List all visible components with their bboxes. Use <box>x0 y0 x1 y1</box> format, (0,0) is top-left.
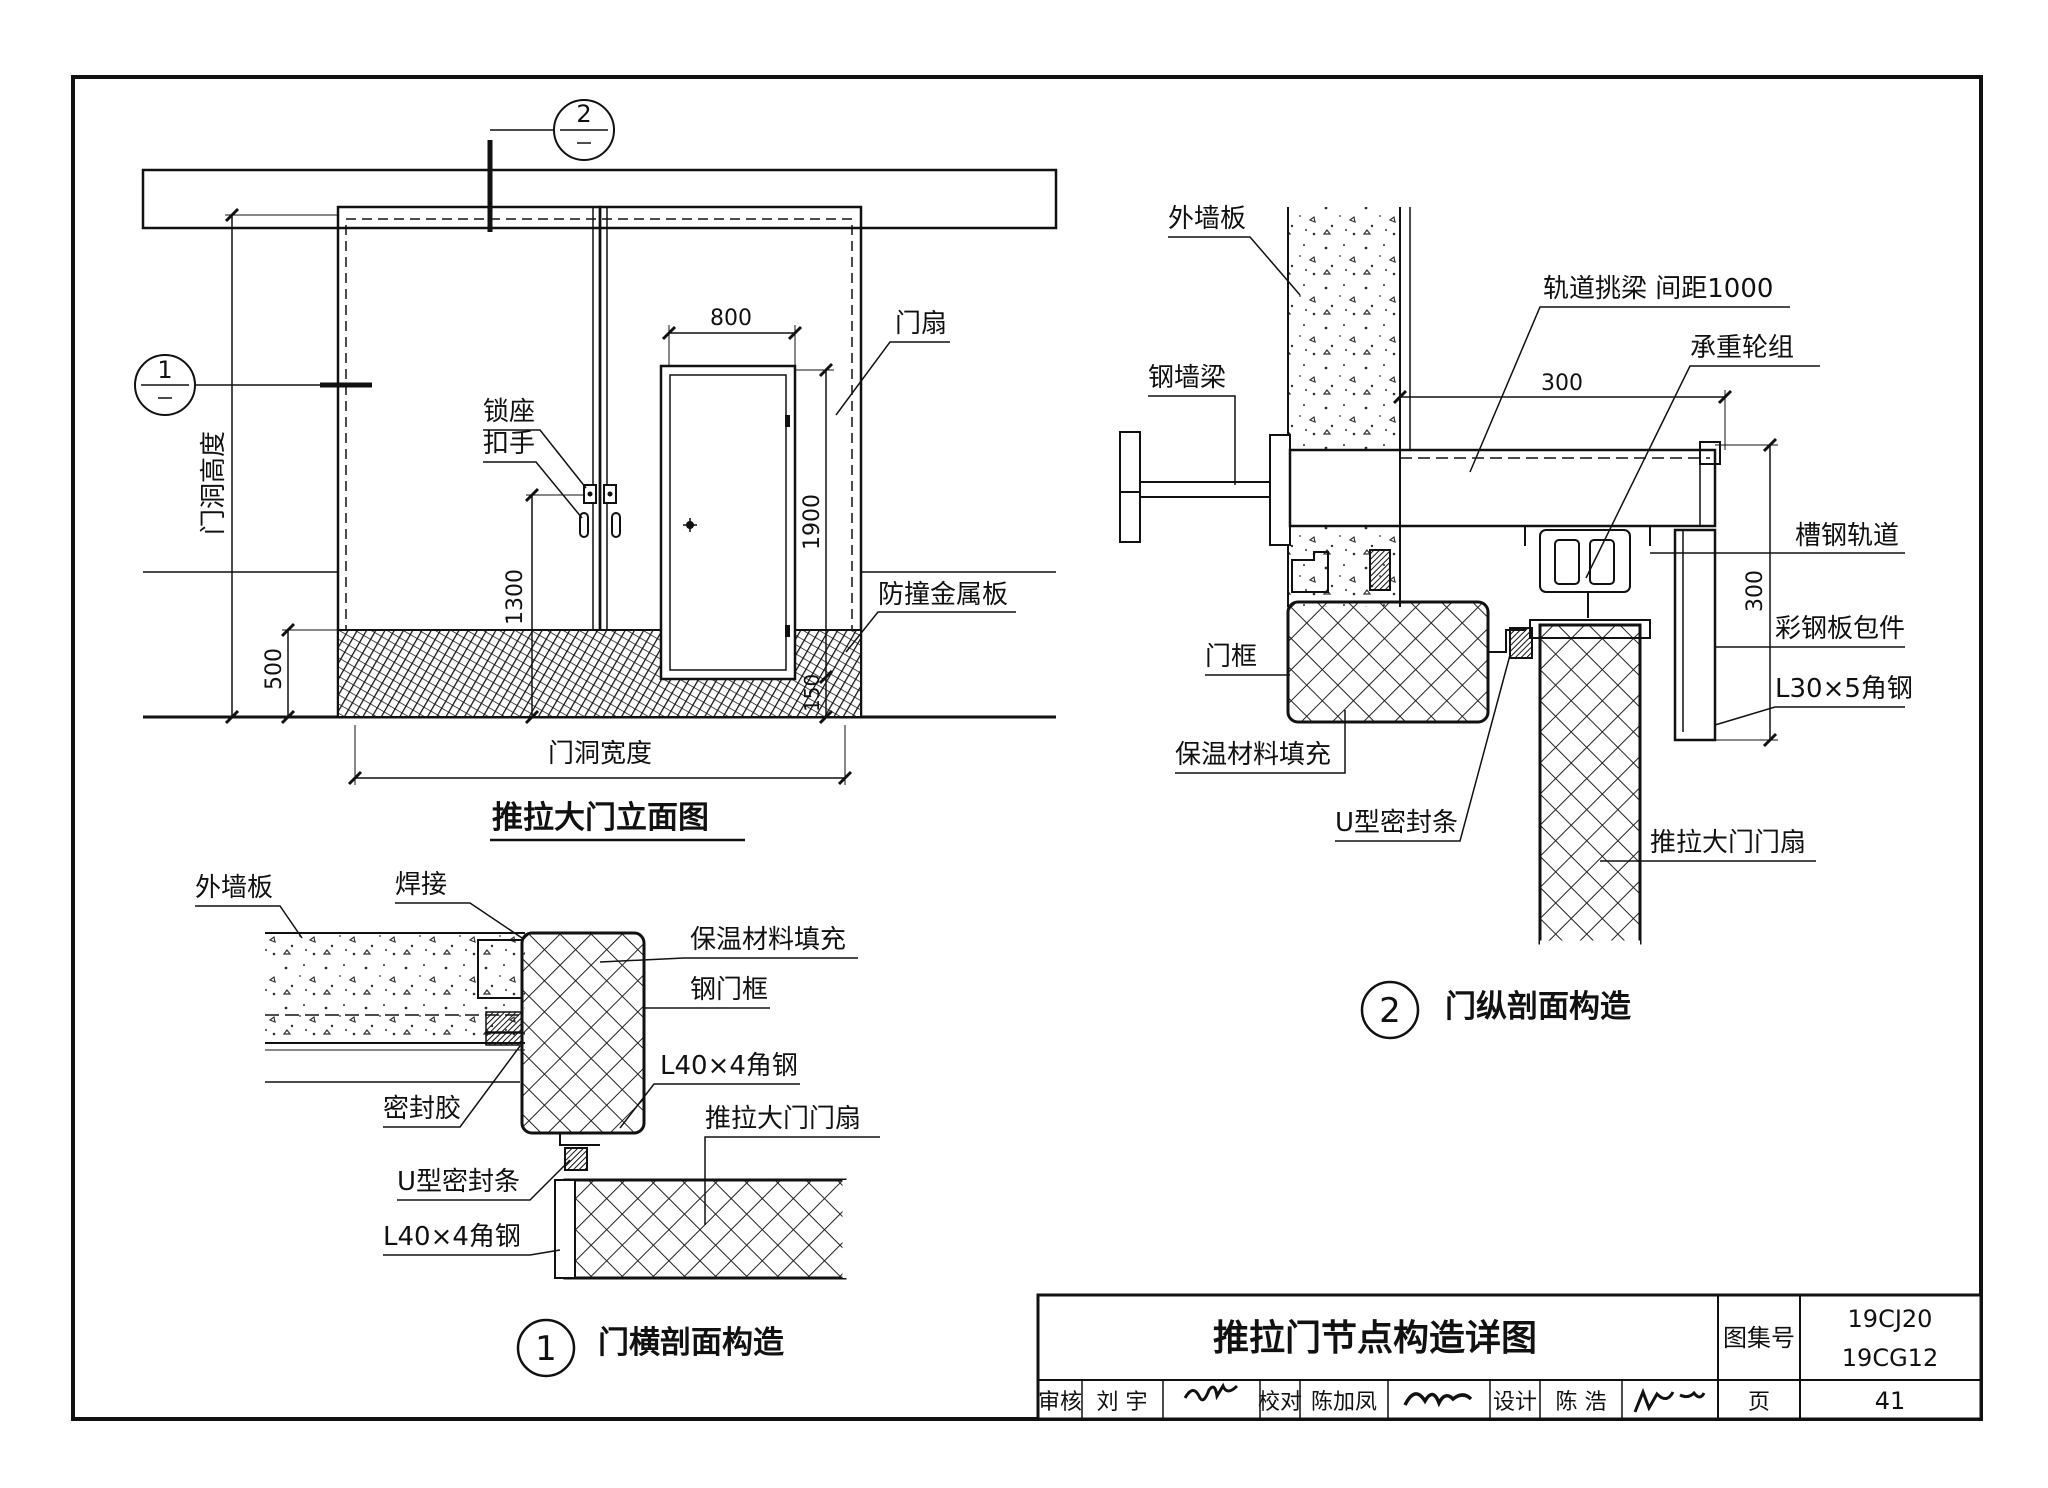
dim-door-height: 门洞高度 <box>199 431 229 535</box>
s2-dim-300-v: 300 <box>1743 570 1768 612</box>
s2-label-wheels: 承重轮组 <box>1690 333 1794 363</box>
review-signature <box>1183 1382 1239 1402</box>
s2-label-channel: 槽钢轨道 <box>1795 521 1899 551</box>
s1-label-angle2: L40×4角钢 <box>383 1222 521 1252</box>
s1-label-steel-frame: 钢门框 <box>690 975 768 1005</box>
check-signature <box>1403 1392 1473 1408</box>
dim-1300: 1300 <box>503 569 528 625</box>
s1-label-weld: 焊接 <box>395 870 447 900</box>
dim-500: 500 <box>262 648 287 690</box>
section2-door-frame <box>1286 600 1490 724</box>
s1-label-u-seal: U型密封条 <box>397 1167 520 1197</box>
atlas-no-1: 19CJ20 <box>1848 1305 1933 1333</box>
s2-label-u-seal: U型密封条 <box>1335 808 1458 838</box>
s1-label-sealant: 密封胶 <box>383 1094 461 1124</box>
s1-label-insulation: 保温材料填充 <box>690 925 846 955</box>
s2-label-insulation: 保温材料填充 <box>1175 740 1331 770</box>
dim-1900: 1900 <box>800 494 825 550</box>
atlas-label: 图集号 <box>1723 1324 1795 1352</box>
handle-left <box>579 512 589 538</box>
section1-number-bubble <box>516 1318 576 1378</box>
section-2-view: 300 300 外墙板 轨道挑梁 间距1000 承重轮组 钢墙梁 槽钢轨道 彩钢… <box>1119 204 1913 1040</box>
s2-label-cladding: 彩钢板包件 <box>1775 614 1905 644</box>
s2-label-steel-beam: 钢墙梁 <box>1148 363 1226 393</box>
track-beam <box>1288 448 1717 528</box>
dim-door-width: 门洞宽度 <box>548 739 652 769</box>
check-label: 校对 <box>1258 1390 1302 1415</box>
s2-label-angle: L30×5角钢 <box>1775 674 1913 704</box>
review-name: 刘 宇 <box>1097 1390 1148 1415</box>
check-name: 陈加凤 <box>1311 1390 1377 1415</box>
s1-label-angle: L40×4角钢 <box>660 1051 798 1081</box>
section1-number: 1 <box>535 1329 557 1369</box>
section1-title: 门横剖面构造 <box>598 1325 784 1361</box>
steel-frame <box>520 931 646 1135</box>
section2-number: 2 <box>1379 991 1401 1031</box>
label-lock-seat: 锁座 <box>483 397 535 427</box>
section2-number-bubble <box>1360 980 1420 1040</box>
review-label: 审核 <box>1038 1390 1082 1415</box>
label-kick-plate: 防撞金属板 <box>878 580 1008 610</box>
s2-label-beam: 轨道挑梁 间距1000 <box>1543 274 1773 304</box>
dim-800: 800 <box>710 306 752 331</box>
wicket-door <box>659 364 797 681</box>
s2-dim-300-h: 300 <box>1541 371 1583 396</box>
label-handle: 扣手 <box>483 429 535 459</box>
title-block: 推拉门节点构造详图 图集号 19CJ20 19CG12 审核 刘 宇 校对 陈加… <box>1036 1293 1983 1421</box>
s2-label-wall-panel: 外墙板 <box>1168 204 1246 234</box>
s2-label-door-leaf: 推拉大门门扇 <box>1650 828 1806 858</box>
label-leaf: 门扇 <box>895 309 947 339</box>
page-label: 页 <box>1748 1390 1770 1415</box>
sheet-border <box>71 75 1983 1421</box>
wheel-assembly <box>1539 529 1631 593</box>
cladding <box>1673 528 1717 742</box>
section2-title: 门纵剖面构造 <box>1445 989 1631 1025</box>
design-signature <box>1633 1387 1706 1413</box>
design-label: 设计 <box>1493 1390 1537 1415</box>
sheet-title: 推拉门节点构造详图 <box>1213 1318 1537 1359</box>
callout-1-number: 1 <box>157 356 172 384</box>
s2-label-frame: 门框 <box>1205 642 1257 672</box>
atlas-no-2: 19CG12 <box>1842 1344 1938 1372</box>
callout-2-number: 2 <box>576 100 591 128</box>
elevation-view: 2 1 门洞高度 500 1300 800 <box>134 99 1058 842</box>
elevation-title: 推拉大门立面图 <box>492 800 709 836</box>
s1-label-wall-panel: 外墙板 <box>195 873 273 903</box>
design-name: 陈 浩 <box>1556 1390 1607 1415</box>
page-number: 41 <box>1875 1387 1906 1415</box>
s1-label-door-leaf: 推拉大门门扇 <box>705 1104 861 1134</box>
section-1-view: 外墙板 焊接 保温材料填充 钢门框 L40×4角钢 密封胶 推拉大门门扇 U型密… <box>195 870 880 1378</box>
section2-door-leaf <box>1538 623 1642 945</box>
handle-right <box>611 512 621 538</box>
dim-150: 150 <box>800 674 824 712</box>
